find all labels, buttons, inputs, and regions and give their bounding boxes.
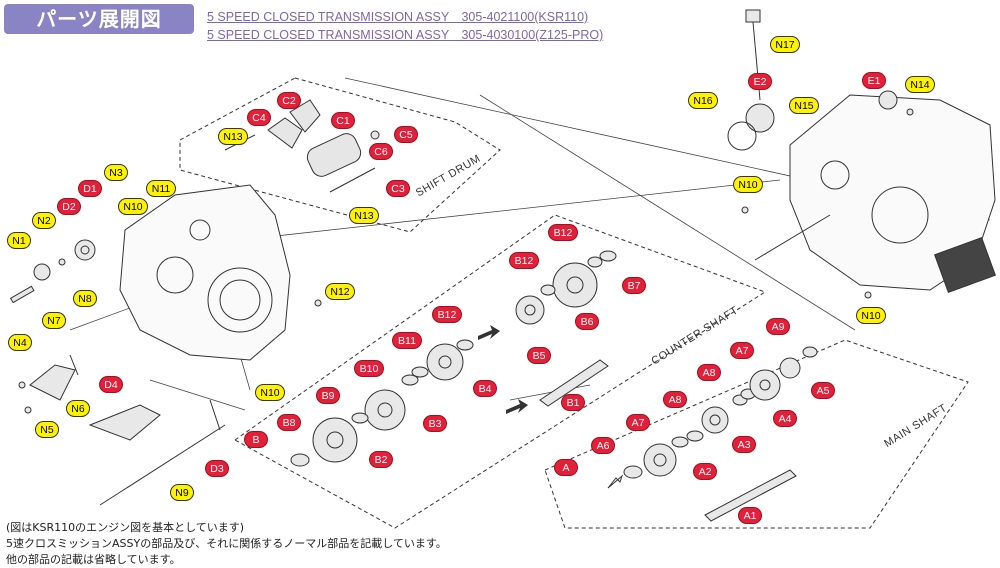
callout-d4: D4 — [99, 376, 123, 393]
callout-e2: E2 — [748, 73, 772, 90]
callout-a2: A2 — [693, 463, 717, 480]
callout-d3: D3 — [205, 460, 229, 477]
callout-n1: N1 — [7, 232, 31, 249]
callout-b5: B5 — [527, 347, 551, 364]
callout-b9: B9 — [316, 387, 340, 404]
callout-n10: N10 — [733, 176, 763, 193]
header-badge: パーツ展開図 — [4, 4, 194, 34]
callout-b3: B3 — [423, 415, 447, 432]
left-small-parts — [9, 239, 322, 506]
callout-c3: C3 — [386, 180, 410, 197]
callout-a9: A9 — [766, 318, 790, 335]
main-shaft-region — [544, 339, 969, 529]
callout-n16: N16 — [688, 92, 718, 109]
callout-n3: N3 — [104, 164, 128, 181]
callout-b: B — [244, 431, 268, 448]
left-crankcase — [119, 184, 291, 361]
callout-b2: B2 — [369, 451, 393, 468]
right-crankcase — [789, 94, 996, 293]
callout-n6: N6 — [66, 400, 90, 417]
direction-arrows — [478, 325, 624, 489]
counter-shaft-region — [234, 214, 767, 529]
callout-b7: B7 — [622, 277, 646, 294]
callout-c4: C4 — [247, 109, 271, 126]
footer-note-1: (図はKSR110のエンジン図を基本としています) — [6, 521, 245, 534]
callout-n2: N2 — [32, 212, 56, 229]
callout-d1: D1 — [78, 180, 102, 197]
right-small-parts — [727, 9, 914, 299]
callout-a4: A4 — [773, 410, 797, 427]
callout-n12: N12 — [325, 283, 355, 300]
callout-c1: C1 — [331, 112, 355, 129]
callout-n13: N13 — [218, 128, 248, 145]
callout-b12: B12 — [548, 224, 578, 241]
callout-n11: N11 — [146, 180, 176, 197]
callout-a3: A3 — [732, 436, 756, 453]
callout-n4: N4 — [8, 334, 32, 351]
callout-a6: A6 — [591, 437, 615, 454]
callout-n10: N10 — [856, 307, 886, 324]
callout-a8: A8 — [697, 364, 721, 381]
callout-a5: A5 — [811, 382, 835, 399]
callout-n15: N15 — [789, 97, 819, 114]
callout-n9: N9 — [170, 484, 194, 501]
callout-n13: N13 — [349, 207, 379, 224]
callout-a: A — [554, 459, 578, 476]
callout-n5: N5 — [35, 421, 59, 438]
callout-b12: B12 — [509, 252, 539, 269]
main-shaft-gears — [623, 346, 818, 522]
callout-d2: D2 — [57, 198, 81, 215]
callout-n7: N7 — [42, 312, 66, 329]
callout-c6: C6 — [369, 143, 393, 160]
callout-a8: A8 — [663, 391, 687, 408]
callout-n14: N14 — [905, 76, 935, 93]
shift-drum — [224, 99, 380, 193]
callout-c5: C5 — [394, 126, 418, 143]
footer-note-2: 5速クロスミッションASSYの部品及び、それに関係するノーマル部品を記載していま… — [6, 537, 447, 550]
callout-n10: N10 — [255, 384, 285, 401]
header-title-1: 5 SPEED CLOSED TRANSMISSION ASSY 305-402… — [207, 10, 589, 24]
callout-b11: B11 — [392, 332, 422, 349]
callout-b12: B12 — [432, 306, 462, 323]
callout-n8: N8 — [73, 290, 97, 307]
callout-b1: B1 — [561, 394, 585, 411]
callout-a7: A7 — [626, 414, 650, 431]
callout-a1: A1 — [738, 507, 762, 524]
footer-note-3: 他の部品の記載は省略しています。 — [6, 553, 181, 566]
callout-c2: C2 — [277, 92, 301, 109]
callout-n17: N17 — [770, 36, 800, 53]
callout-b6: B6 — [575, 313, 599, 330]
counter-shaft-gears — [290, 250, 617, 467]
callout-b10: B10 — [354, 360, 384, 377]
callout-b4: B4 — [473, 380, 497, 397]
callout-b8: B8 — [277, 414, 301, 431]
callout-e1: E1 — [862, 72, 886, 89]
callout-a7: A7 — [730, 342, 754, 359]
callout-n10: N10 — [118, 198, 148, 215]
header-title-2: 5 SPEED CLOSED TRANSMISSION ASSY 305-403… — [207, 28, 604, 42]
